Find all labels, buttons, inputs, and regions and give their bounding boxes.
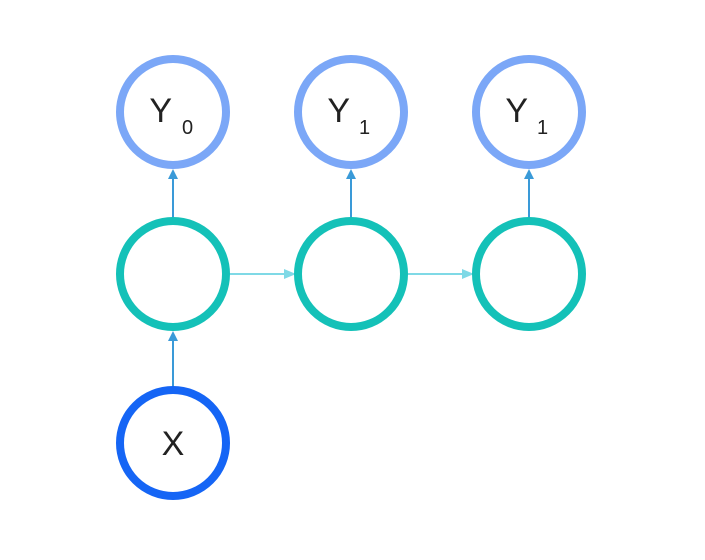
hidden-node-1 [294, 217, 408, 331]
output-node-0-subscript: 0 [182, 117, 193, 139]
output-node-1-subscript: 1 [359, 117, 370, 139]
input-node: X [116, 386, 230, 500]
output-node-1-label: Y [327, 92, 350, 130]
output-node-0: Y 0 [116, 55, 230, 169]
output-node-1: Y 1 [294, 55, 408, 169]
hidden-node-2 [472, 217, 586, 331]
output-node-2-subscript: 1 [537, 117, 548, 139]
input-node-label: X [162, 425, 185, 463]
output-node-2-label: Y [505, 92, 528, 130]
output-node-2: Y 1 [472, 55, 586, 169]
output-node-0-label: Y [149, 92, 172, 130]
hidden-node-0 [116, 217, 230, 331]
